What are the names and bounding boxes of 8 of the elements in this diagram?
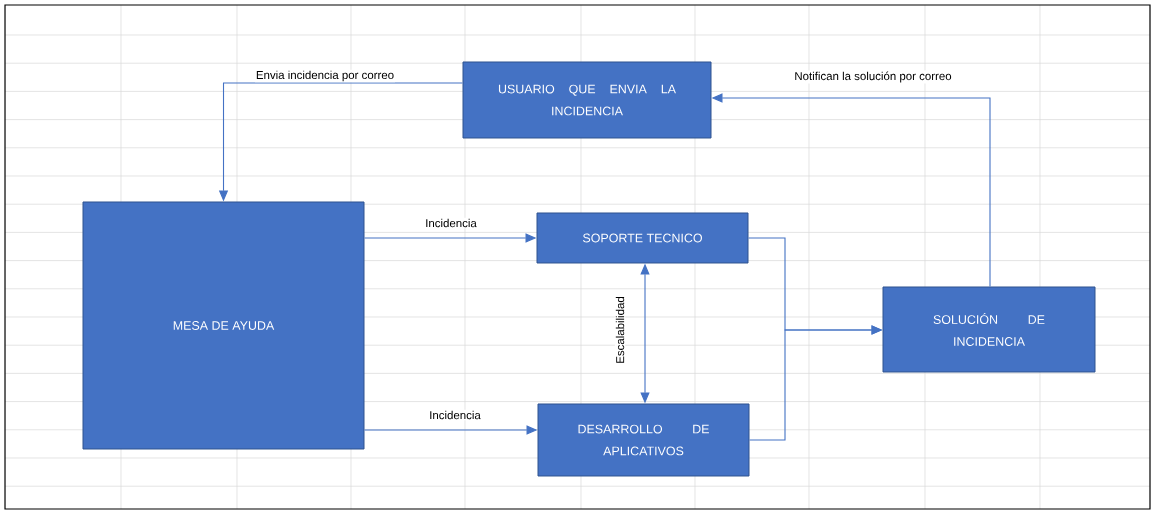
edge-label: Escalabilidad xyxy=(614,295,626,365)
process-box: SOPORTE TECNICO xyxy=(536,212,749,264)
edge-label: Incidencia xyxy=(424,217,478,229)
process-box: USUARIO QUE ENVIA LA INCIDENCIA xyxy=(462,61,712,139)
edge-label: Incidencia xyxy=(428,409,482,421)
process-box: SOLUCIÓN DE INCIDENCIA xyxy=(882,286,1096,373)
process-box: DESARROLLO DE APLICATIVOS xyxy=(537,403,750,477)
process-box: MESA DE AYUDA xyxy=(82,201,365,450)
